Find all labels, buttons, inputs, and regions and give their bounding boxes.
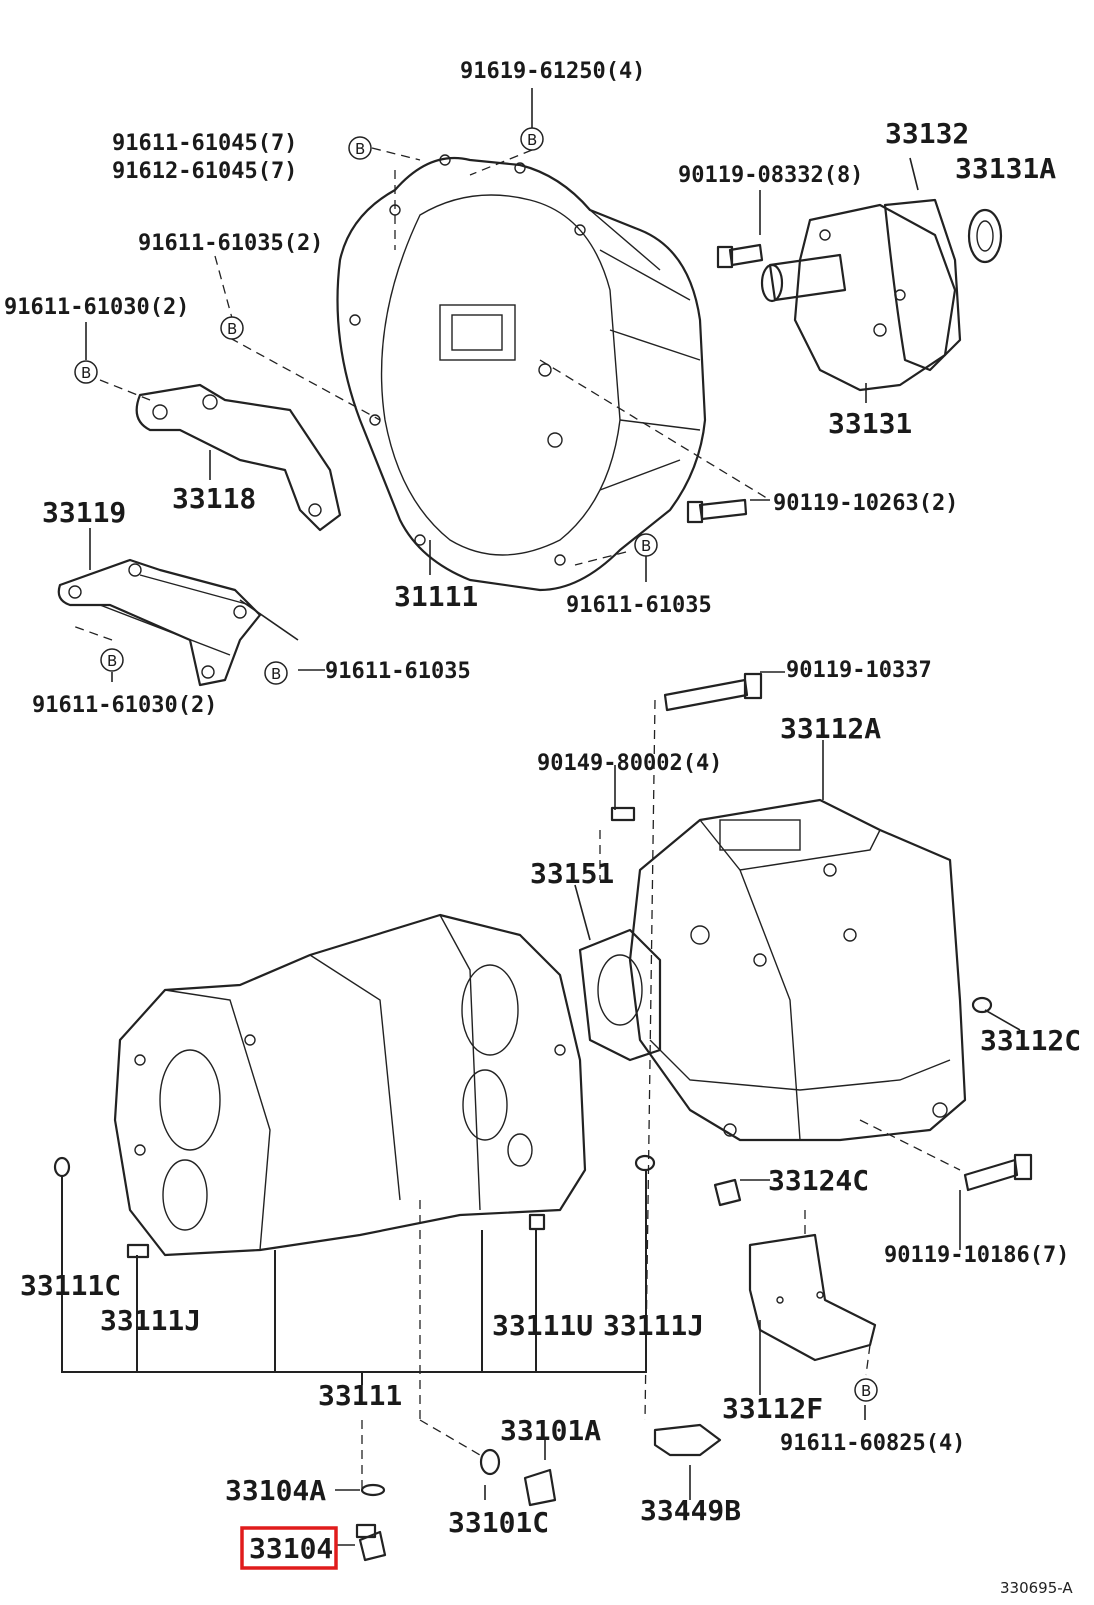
label-33104[interactable]: 33104 bbox=[249, 1532, 333, 1565]
label-33111J-a[interactable]: 33111J bbox=[100, 1304, 201, 1337]
diagram-reference-code: 330695-A bbox=[1000, 1579, 1073, 1597]
label-33112F[interactable]: 33112F bbox=[722, 1392, 823, 1425]
b-marker-4 bbox=[74, 360, 98, 384]
b-marker-7 bbox=[264, 661, 288, 685]
label-33101C[interactable]: 33101C bbox=[448, 1506, 549, 1539]
b-marker-6 bbox=[100, 648, 124, 672]
label-33111[interactable]: 33111 bbox=[318, 1379, 402, 1412]
rear-cover-33131-drawing bbox=[760, 203, 957, 392]
label-91611-61035b[interactable]: 91611-61035 bbox=[325, 659, 471, 684]
label-33124C[interactable]: 33124C bbox=[768, 1164, 869, 1197]
bracket-33119-drawing bbox=[57, 558, 262, 687]
label-33104A[interactable]: 33104A bbox=[225, 1474, 326, 1507]
b-marker-8-text: B bbox=[861, 1382, 871, 1400]
label-33112A[interactable]: 33112A bbox=[780, 712, 881, 745]
highlight-box-33104 bbox=[240, 1526, 338, 1570]
case-33111-drawing bbox=[53, 913, 656, 1259]
b-marker-5-text: B bbox=[641, 537, 651, 555]
label-90149-80002[interactable]: 90149-80002(4) bbox=[537, 751, 722, 776]
b-marker-4-text: B bbox=[81, 364, 91, 382]
label-90119-10337[interactable]: 90119-10337 bbox=[786, 658, 932, 683]
b-marker-6-text: B bbox=[107, 652, 117, 670]
seal-33131A-drawing bbox=[967, 208, 1003, 264]
bracket-33118-drawing bbox=[135, 383, 342, 532]
label-33118[interactable]: 33118 bbox=[172, 482, 256, 515]
part-labels: 91619-61250(4) 91611-61045(7) 91612-6104… bbox=[4, 59, 1081, 1597]
b-marker-2-text: B bbox=[355, 140, 365, 158]
label-33111J-b[interactable]: 33111J bbox=[603, 1309, 704, 1342]
b-marker-3 bbox=[220, 316, 244, 340]
leader-lines bbox=[61, 88, 1021, 1546]
b-marker-5 bbox=[634, 533, 658, 557]
b-marker-7-text: B bbox=[271, 665, 281, 683]
b-marker-1 bbox=[520, 127, 544, 151]
label-91611-60825[interactable]: 91611-60825(4) bbox=[780, 1431, 965, 1456]
label-33101A[interactable]: 33101A bbox=[500, 1414, 601, 1447]
label-33111C[interactable]: 33111C bbox=[20, 1269, 121, 1302]
label-90119-08332[interactable]: 90119-08332(8) bbox=[678, 163, 863, 188]
label-90119-10186[interactable]: 90119-10186(7) bbox=[884, 1243, 1069, 1268]
b-marker-2 bbox=[348, 136, 372, 160]
b-marker-3-text: B bbox=[227, 320, 237, 338]
label-91619-61250[interactable]: 91619-61250(4) bbox=[460, 59, 645, 84]
label-33119[interactable]: 33119 bbox=[42, 496, 126, 529]
gasket-33132-drawing bbox=[883, 198, 962, 372]
label-91611-61045[interactable]: 91611-61045(7) bbox=[112, 131, 297, 156]
label-33111U[interactable]: 33111U bbox=[492, 1309, 593, 1342]
label-31111[interactable]: 31111 bbox=[394, 580, 478, 613]
small-parts-drawing bbox=[355, 1178, 877, 1562]
label-33132[interactable]: 33132 bbox=[885, 117, 969, 150]
label-91611-61035-2[interactable]: 91611-61035(2) bbox=[138, 231, 323, 256]
case-33112A-drawing bbox=[578, 798, 993, 1142]
label-33131[interactable]: 33131 bbox=[828, 407, 912, 440]
b-marker-1-text: B bbox=[527, 131, 537, 149]
label-91612-61045[interactable]: 91612-61045(7) bbox=[112, 159, 297, 184]
label-33112C[interactable]: 33112C bbox=[980, 1024, 1081, 1057]
bolts-drawing bbox=[610, 243, 1033, 1192]
label-33449B[interactable]: 33449B bbox=[640, 1494, 741, 1527]
label-33151[interactable]: 33151 bbox=[530, 857, 614, 890]
bell-housing-drawing bbox=[336, 154, 707, 592]
label-91611-61035a[interactable]: 91611-61035 bbox=[566, 593, 712, 618]
label-91611-61030-2b[interactable]: 91611-61030(2) bbox=[32, 693, 217, 718]
label-90119-10263[interactable]: 90119-10263(2) bbox=[773, 491, 958, 516]
b-marker-8 bbox=[854, 1378, 878, 1402]
b-markers: B B B B B B B B bbox=[74, 127, 878, 1402]
label-91611-61030-2a[interactable]: 91611-61030(2) bbox=[4, 295, 189, 320]
label-33131A[interactable]: 33131A bbox=[955, 152, 1056, 185]
